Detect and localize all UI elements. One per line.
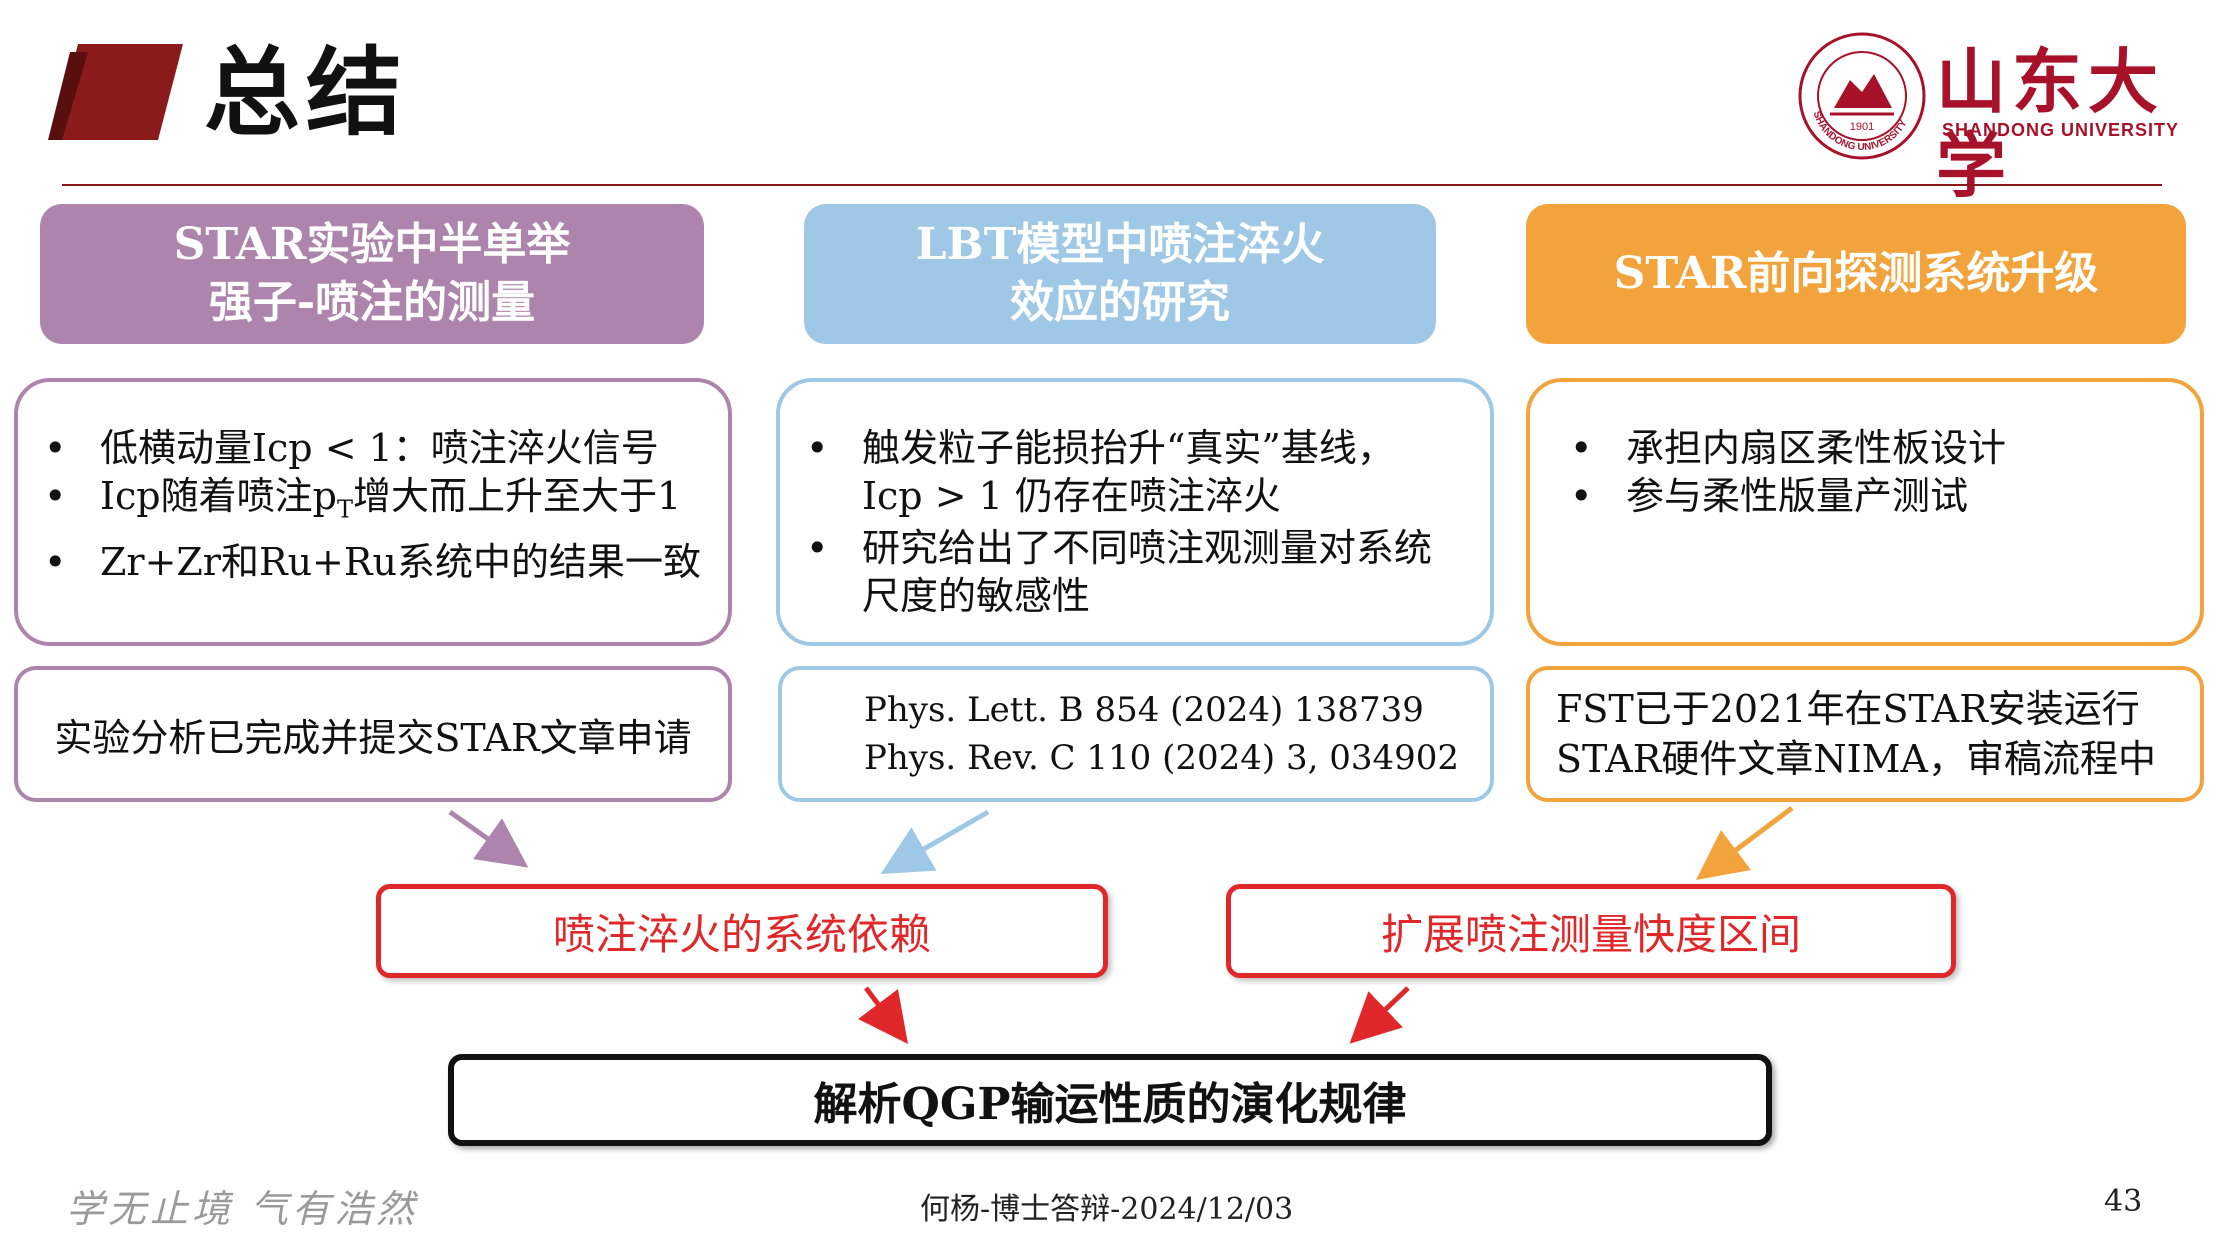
bullet-item: •低横动量Icp < 1：喷注淬火信号 <box>44 426 659 470</box>
column-header-line: LBT模型中喷注淬火 <box>915 219 1325 270</box>
bullet-item: •触发粒子能损抬升“真实”基线， <box>806 426 1395 470</box>
column-header-line: 强子-喷注的测量 <box>208 277 536 328</box>
note-line: STAR硬件文章NIMA，审稿流程中 <box>1556 737 2156 781</box>
university-seal-icon: 1901 SHANDONG UNIVERSITY <box>1798 32 1926 160</box>
seal-year: 1901 <box>1850 121 1874 133</box>
bullet-box-lbt: •触发粒子能损抬升“真实”基线， Icp > 1 仍存在喷注淬火 •研究给出了不… <box>776 378 1494 646</box>
footer-motto: 学无止境 气有浩然 <box>66 1187 419 1231</box>
final-conclusion-box: 解析QGP输运性质的演化规律 <box>448 1054 1772 1146</box>
bullet-item: •研究给出了不同喷注观测量对系统 <box>806 526 1433 570</box>
reference-line: Phys. Lett. B 854 (2024) 138739 <box>864 690 1424 730</box>
arrow-purple <box>448 809 529 868</box>
conclusion-box-rapidity-range: 扩展喷注测量快度区间 <box>1226 884 1956 978</box>
bullet-item-continuation: Icp > 1 仍存在喷注淬火 <box>862 474 1281 518</box>
footer-presenter-date: 何杨-博士答辩-2024/12/03 <box>920 1192 1294 1227</box>
note-line: FST已于2021年在STAR安装运行 <box>1556 687 2140 731</box>
arrow-orange <box>1696 806 1794 880</box>
note-box-upgrade: FST已于2021年在STAR安装运行 STAR硬件文章NIMA，审稿流程中 <box>1526 666 2204 802</box>
bullet-item: •承担内扇区柔性板设计 <box>1570 426 2007 470</box>
university-name-en: SHANDONG UNIVERSITY <box>1942 120 2180 140</box>
section-marker-icon <box>48 44 183 140</box>
bullet-box-star: •低横动量Icp < 1：喷注淬火信号 •Icp随着喷注pT增大而上升至大于1 … <box>14 378 732 646</box>
column-header-line: 效应的研究 <box>1010 277 1230 328</box>
note-line: 实验分析已完成并提交STAR文章申请 <box>54 715 692 760</box>
arrow-red-right <box>1349 986 1410 1044</box>
column-header-star-upgrade: STAR前向探测系统升级 <box>1526 204 2186 344</box>
column-header-star-measurement: STAR实验中半单举 强子-喷注的测量 <box>40 204 704 344</box>
column-header-line: STAR前向探测系统升级 <box>1613 248 2099 299</box>
arrow-red-left <box>858 986 908 1044</box>
column-header-lbt-model: LBT模型中喷注淬火 效应的研究 <box>804 204 1436 344</box>
note-box-star: 实验分析已完成并提交STAR文章申请 <box>14 666 732 802</box>
page-title: 总结 <box>204 37 408 149</box>
conclusion-box-system-dependence: 喷注淬火的系统依赖 <box>376 884 1108 978</box>
bullet-item: •Icp随着喷注pT增大而上升至大于1 <box>44 474 682 524</box>
column-header-line: STAR实验中半单举 <box>173 219 571 270</box>
bullet-item: •参与柔性版量产测试 <box>1570 474 1969 518</box>
arrow-blue <box>880 809 990 875</box>
reference-line: Phys. Rev. C 110 (2024) 3, 034902 <box>864 738 1459 778</box>
page-number: 43 <box>2104 1184 2143 1219</box>
note-box-lbt: Phys. Lett. B 854 (2024) 138739 Phys. Re… <box>778 666 1494 802</box>
bullet-item: •Zr+Zr和Ru+Ru系统中的结果一致 <box>44 539 701 584</box>
university-name-cn: 山东大学 <box>1936 40 2164 207</box>
bullet-item-continuation: 尺度的敏感性 <box>862 574 1091 618</box>
header-divider <box>62 184 2162 186</box>
bullet-box-upgrade: •承担内扇区柔性板设计 •参与柔性版量产测试 <box>1526 378 2204 646</box>
